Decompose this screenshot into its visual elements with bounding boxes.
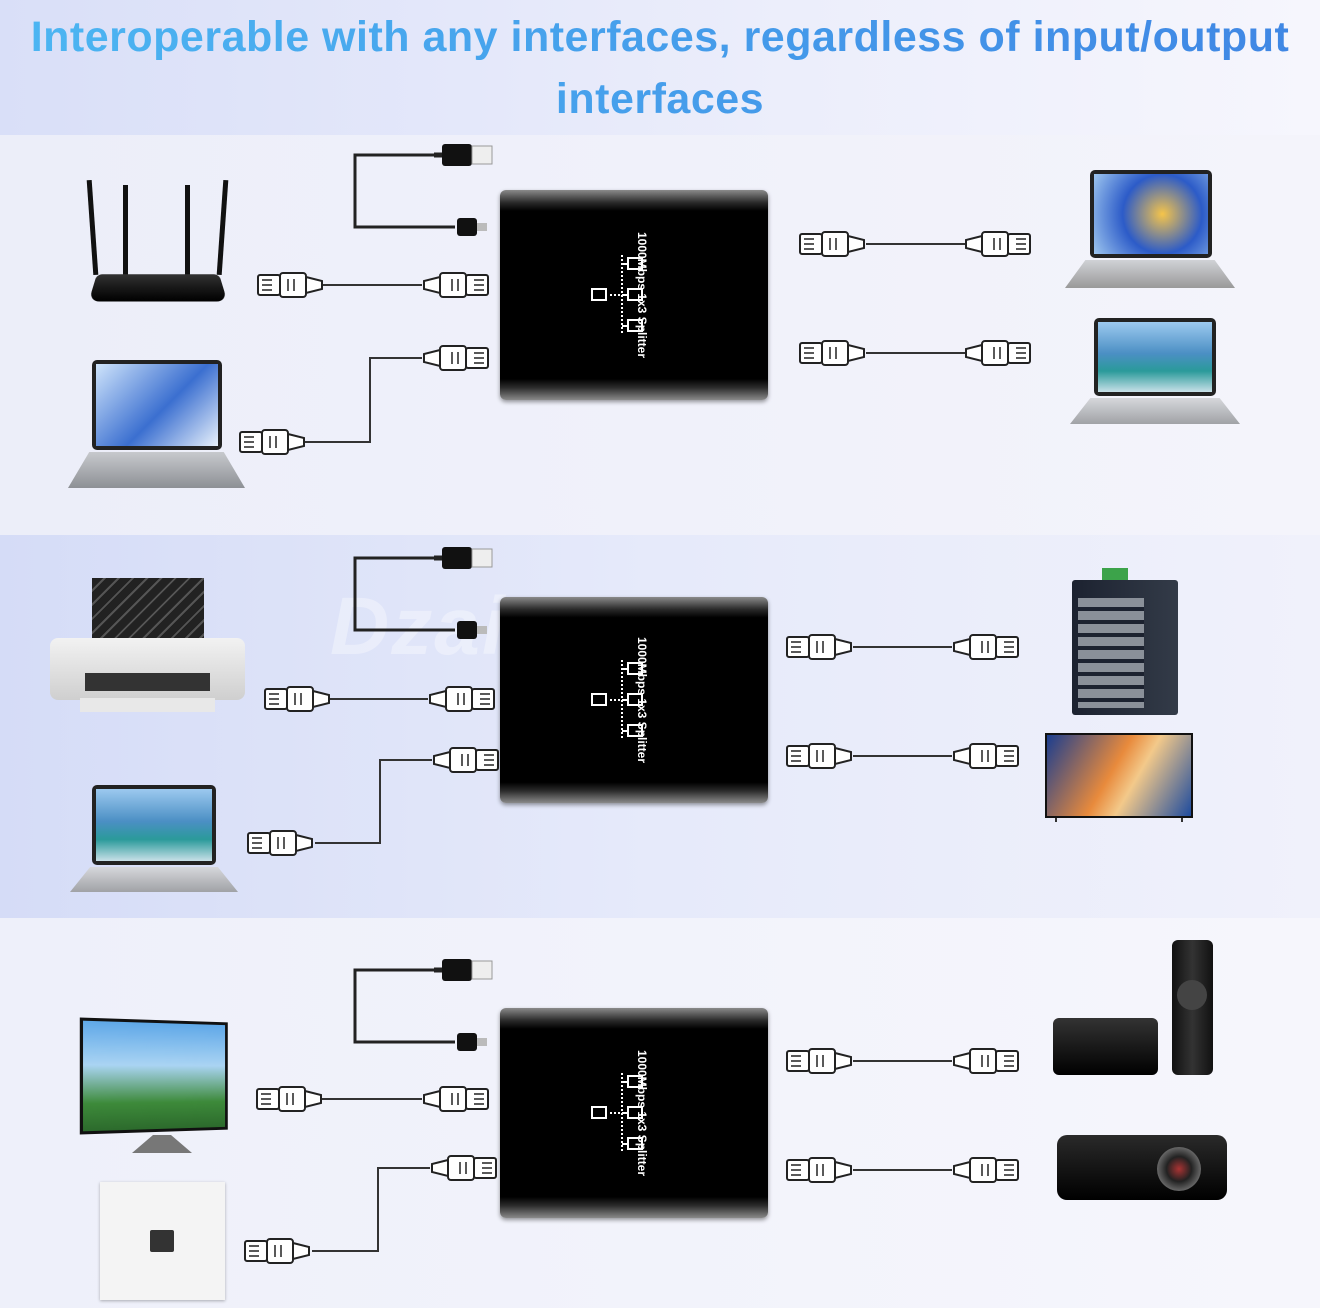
tv-box-image [1053, 1018, 1158, 1075]
ethernet-plug-icon [965, 340, 1031, 366]
usb-power-cable [353, 968, 455, 1044]
ethernet-plug-icon [256, 1086, 322, 1112]
micro-usb-plug-icon [457, 1033, 487, 1051]
ethernet-plug-icon [786, 1157, 852, 1183]
ethernet-plug-icon [786, 634, 852, 660]
splitter-device: 1000Mbps 1x3 Splitter [500, 597, 768, 803]
usb-power-cable [353, 556, 455, 632]
usb-plug-icon [434, 144, 492, 166]
ethernet-plug-icon [965, 231, 1031, 257]
network-switch-image [1072, 568, 1178, 715]
splitter-device: 1000Mbps 1x3 Splitter [500, 1008, 768, 1218]
ethernet-cable [315, 759, 432, 844]
splitter-label: 1000Mbps 1x3 Splitter [635, 1049, 649, 1177]
ethernet-plug-icon [244, 1238, 310, 1264]
ethernet-plug-icon [423, 272, 489, 298]
micro-usb-plug-icon [457, 218, 487, 236]
usb-plug-icon [434, 959, 492, 981]
router-image [85, 179, 230, 305]
tv-image [1045, 733, 1193, 825]
laptop-image [1065, 170, 1235, 290]
ethernet-plug-icon [423, 345, 489, 371]
header-banner: Interoperable with any interfaces, regar… [0, 0, 1320, 135]
ethernet-plug-icon [429, 686, 495, 712]
page-title: Interoperable with any interfaces, regar… [0, 6, 1320, 130]
ethernet-plug-icon [953, 1157, 1019, 1183]
remote-control-image [1172, 940, 1213, 1075]
ethernet-plug-icon [257, 272, 323, 298]
ethernet-cable [312, 1167, 430, 1252]
ethernet-plug-icon [264, 686, 330, 712]
ethernet-plug-icon [953, 634, 1019, 660]
laptop-image [68, 360, 245, 490]
ethernet-plug-icon [799, 340, 865, 366]
ethernet-plug-icon [786, 743, 852, 769]
ethernet-plug-icon [953, 743, 1019, 769]
ethernet-plug-icon [239, 429, 305, 455]
ethernet-plug-icon [247, 830, 313, 856]
wall-ethernet-socket-image [100, 1182, 225, 1300]
ethernet-cable [305, 357, 422, 443]
laptop-image [70, 785, 238, 893]
ethernet-plug-icon [786, 1048, 852, 1074]
curved-tv-image [79, 1017, 232, 1155]
usb-plug-icon [434, 547, 492, 569]
splitter-label: 1000Mbps 1x3 Splitter [635, 231, 649, 359]
micro-usb-plug-icon [457, 621, 487, 639]
splitter-label: 1000Mbps 1x3 Splitter [635, 636, 649, 764]
printer-image [50, 578, 245, 715]
projector-image [1057, 1135, 1227, 1200]
usb-power-cable [353, 153, 455, 229]
laptop-image [1070, 318, 1240, 425]
ethernet-plug-icon [953, 1048, 1019, 1074]
ethernet-plug-icon [799, 231, 865, 257]
splitter-device: 1000Mbps 1x3 Splitter [500, 190, 768, 400]
ethernet-plug-icon [423, 1086, 489, 1112]
ethernet-plug-icon [433, 747, 499, 773]
ethernet-plug-icon [431, 1155, 497, 1181]
